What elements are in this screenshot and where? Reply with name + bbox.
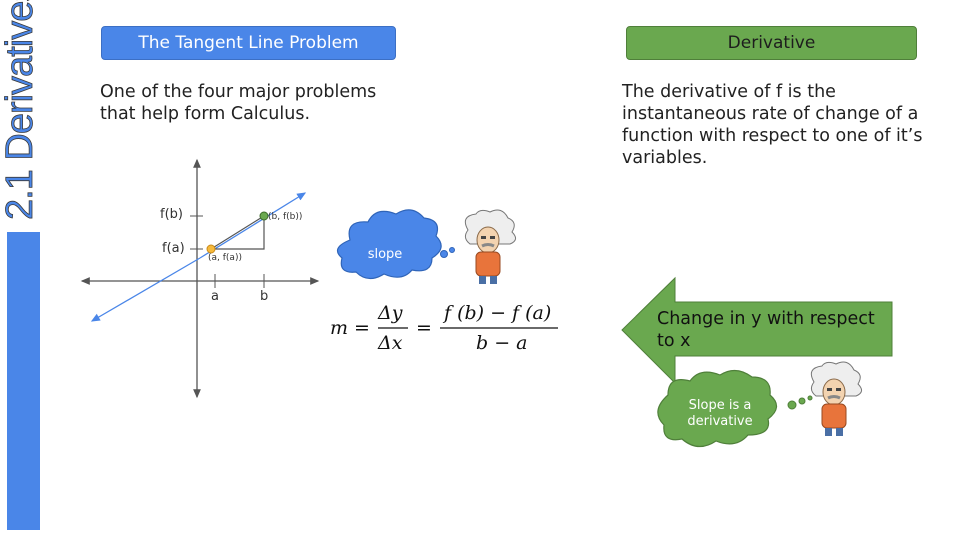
green-left-arrow (621, 276, 893, 385)
tangent-line-header: The Tangent Line Problem (101, 26, 396, 60)
einstein-figure-2 (810, 361, 862, 436)
slope-triangle (210, 214, 265, 250)
derivative-cloud-text: Slope is a derivative (687, 398, 753, 429)
left-description: One of the four major problems that help… (100, 82, 377, 124)
einstein-figure-1 (464, 209, 516, 284)
point-b-label: (b, f(b)) (268, 212, 303, 222)
formula-dy: Δy (378, 302, 403, 324)
a-label: a (211, 289, 219, 304)
b-label: b (260, 289, 269, 304)
point-b (259, 211, 269, 221)
fb-label: f(b) (160, 207, 183, 222)
accent-bar (7, 232, 40, 530)
formula-eq1: = (354, 317, 370, 339)
slope-cloud (336, 209, 455, 280)
derivative-cloud (657, 369, 813, 448)
formula-m: m (330, 317, 349, 339)
formula-eq2: = (416, 317, 432, 339)
formula-numerator: f (b) − f (a) (444, 302, 552, 324)
formula-dx: Δx (378, 332, 403, 354)
formula-denominator: b − a (476, 332, 528, 354)
right-description: The derivative of f is the instantaneous… (622, 82, 923, 168)
point-a-label: (a, f(a)) (208, 253, 242, 263)
fa-label: f(a) (162, 241, 185, 256)
coordinate-graph (80, 158, 320, 399)
tangent-line (199, 192, 307, 259)
slope-cloud-text: slope (367, 247, 403, 262)
derivative-header: Derivative (626, 26, 917, 60)
arrow-text: Change in y with respect to x (657, 309, 875, 351)
point-a (206, 244, 216, 254)
